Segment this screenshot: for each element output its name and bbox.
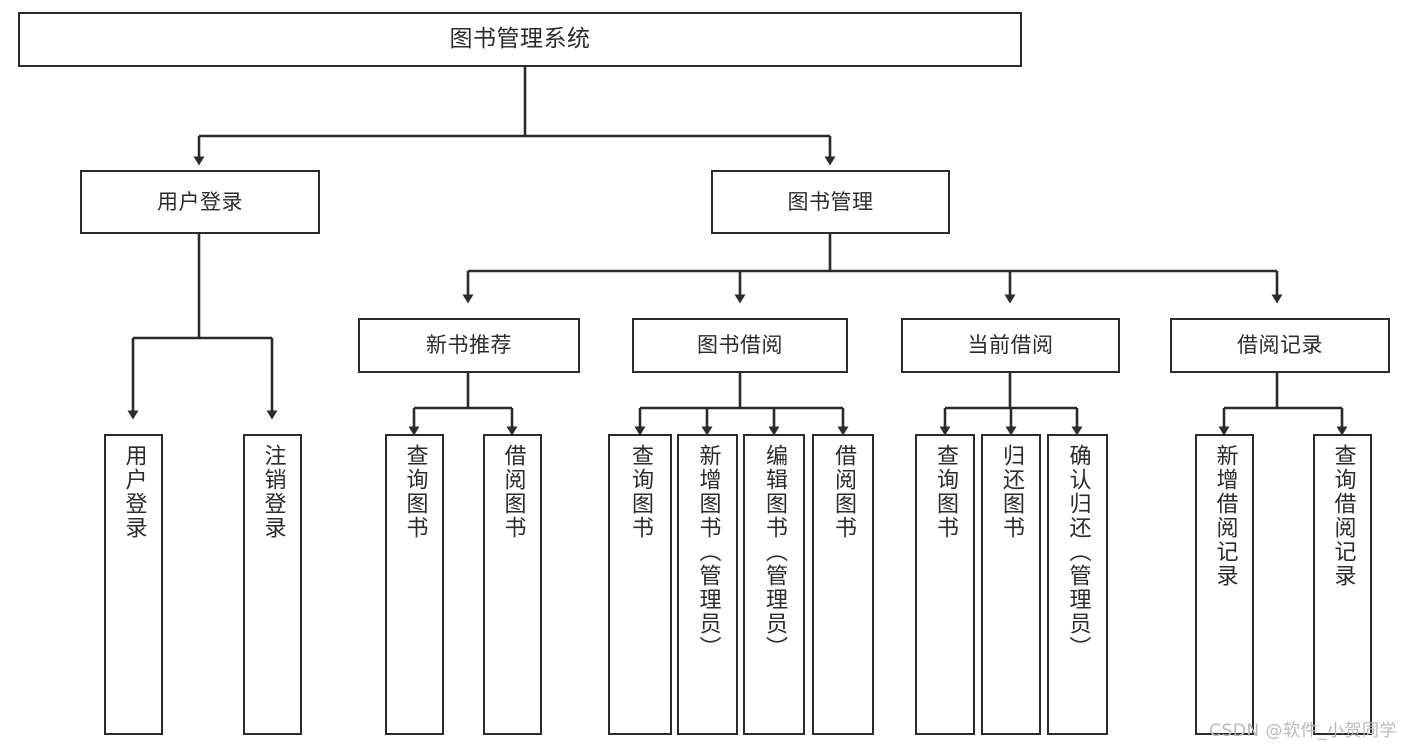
leaf-user-login-login[interactable]: 用户登录 [104, 434, 163, 735]
node-label: 新增图书（管理员） [695, 444, 721, 660]
node-new-book-recommend[interactable]: 新书推荐 [358, 318, 580, 373]
leaf-current-borrow-confirm-return[interactable]: 确认归还（管理员） [1047, 434, 1108, 735]
node-label: 注销登录 [260, 444, 286, 540]
leaf-current-borrow-return[interactable]: 归还图书 [981, 434, 1041, 735]
node-book-borrow[interactable]: 图书借阅 [632, 318, 848, 373]
leaf-book-borrow-edit[interactable]: 编辑图书（管理员） [743, 434, 805, 735]
node-label: 确认归还（管理员） [1065, 444, 1091, 660]
leaf-borrow-record-query[interactable]: 查询借阅记录 [1313, 434, 1372, 735]
leaf-borrow-record-add[interactable]: 新增借阅记录 [1195, 434, 1254, 735]
leaf-book-borrow-query[interactable]: 查询图书 [608, 434, 672, 735]
node-root-book-management-system[interactable]: 图书管理系统 [18, 12, 1022, 67]
node-label: 查询图书 [628, 444, 653, 540]
csdn-watermark: CSDN @软件_小贺同学 [1209, 721, 1397, 741]
node-label: 查询借阅记录 [1330, 444, 1356, 588]
node-label: 查询图书 [933, 444, 958, 540]
leaf-book-borrow-add[interactable]: 新增图书（管理员） [677, 434, 738, 735]
node-label: 当前借阅 [967, 333, 1054, 358]
node-label: 图书管理 [787, 189, 874, 214]
leaf-user-login-logout[interactable]: 注销登录 [243, 434, 302, 735]
node-borrow-record[interactable]: 借阅记录 [1170, 318, 1390, 373]
node-label: 归还图书 [999, 444, 1024, 540]
leaf-current-borrow-query[interactable]: 查询图书 [915, 434, 975, 735]
node-label: 借阅图书 [500, 444, 526, 540]
leaf-new-book-query[interactable]: 查询图书 [385, 434, 444, 735]
node-label: 用户登录 [121, 444, 147, 540]
node-label: 用户登录 [157, 189, 243, 214]
node-label: 借阅记录 [1237, 333, 1323, 358]
node-label: 新书推荐 [426, 333, 512, 358]
node-label: 图书管理系统 [449, 26, 591, 53]
node-user-login[interactable]: 用户登录 [80, 170, 320, 234]
node-label: 借阅图书 [831, 444, 856, 540]
leaf-new-book-borrow[interactable]: 借阅图书 [483, 434, 542, 735]
node-label: 编辑图书（管理员） [762, 444, 787, 660]
node-label: 图书借阅 [697, 333, 783, 358]
node-label: 新增借阅记录 [1212, 444, 1238, 588]
node-current-borrow[interactable]: 当前借阅 [901, 318, 1120, 373]
node-label: 查询图书 [402, 444, 428, 540]
node-book-management[interactable]: 图书管理 [711, 170, 950, 234]
leaf-book-borrow-borrow[interactable]: 借阅图书 [812, 434, 874, 735]
